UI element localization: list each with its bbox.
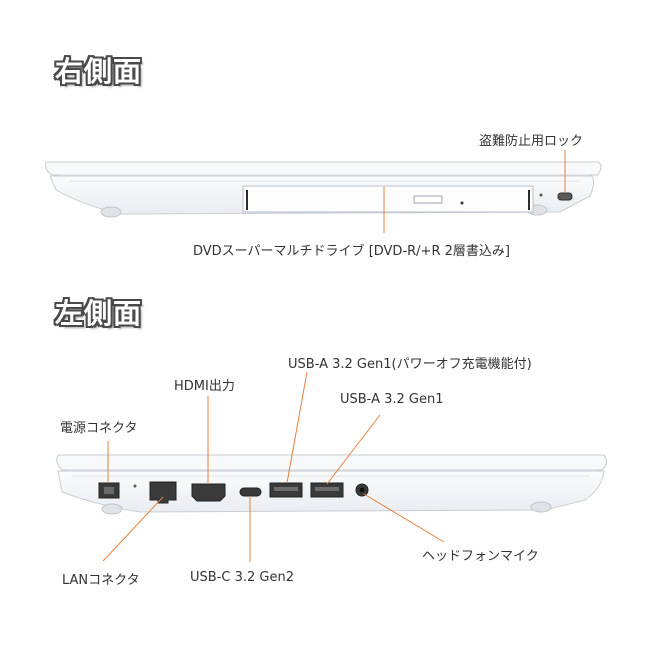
usb-a-label: USB-A 3.2 Gen1 xyxy=(340,392,444,407)
power-connector-inner xyxy=(104,487,114,494)
power-indicator-dot xyxy=(133,484,137,488)
power-connector-label: 電源コネクタ xyxy=(60,421,138,436)
right-side-heading: 右側面 xyxy=(55,55,143,88)
usb-a-port-2-tongue xyxy=(315,487,339,491)
headphone-mic-label: ヘッドフォンマイク xyxy=(422,549,539,564)
security-lock-slot xyxy=(557,192,573,201)
usb-c-label: USB-C 3.2 Gen2 xyxy=(190,570,294,585)
lan-connector-label: LANコネクタ xyxy=(62,573,140,588)
usb-c-port xyxy=(239,487,262,497)
usb-a-power-off-charge-leader xyxy=(286,371,308,484)
headphone-mic-jack-hole xyxy=(359,487,365,493)
left-side-heading: 左側面 xyxy=(55,297,143,330)
hdmi-label: HDMI出力 xyxy=(174,379,235,394)
dvd-drive xyxy=(242,185,534,213)
usb-a-power-off-charge-label: USB-A 3.2 Gen1(パワーオフ充電機能付) xyxy=(288,357,532,372)
headphone-mic-leader xyxy=(363,493,445,543)
indicator-dot xyxy=(539,193,543,197)
dvd-drive-label: DVDスーパーマルチドライブ [DVD-R/+R 2層書込み] xyxy=(193,244,510,259)
lan-leader xyxy=(102,496,164,562)
lan-port xyxy=(149,481,177,504)
usb-a-port-1-tongue xyxy=(274,487,298,491)
hdmi-port xyxy=(191,483,226,502)
security-lock-label: 盗難防止用ロック xyxy=(479,134,584,149)
usb-a-leader xyxy=(326,414,381,485)
